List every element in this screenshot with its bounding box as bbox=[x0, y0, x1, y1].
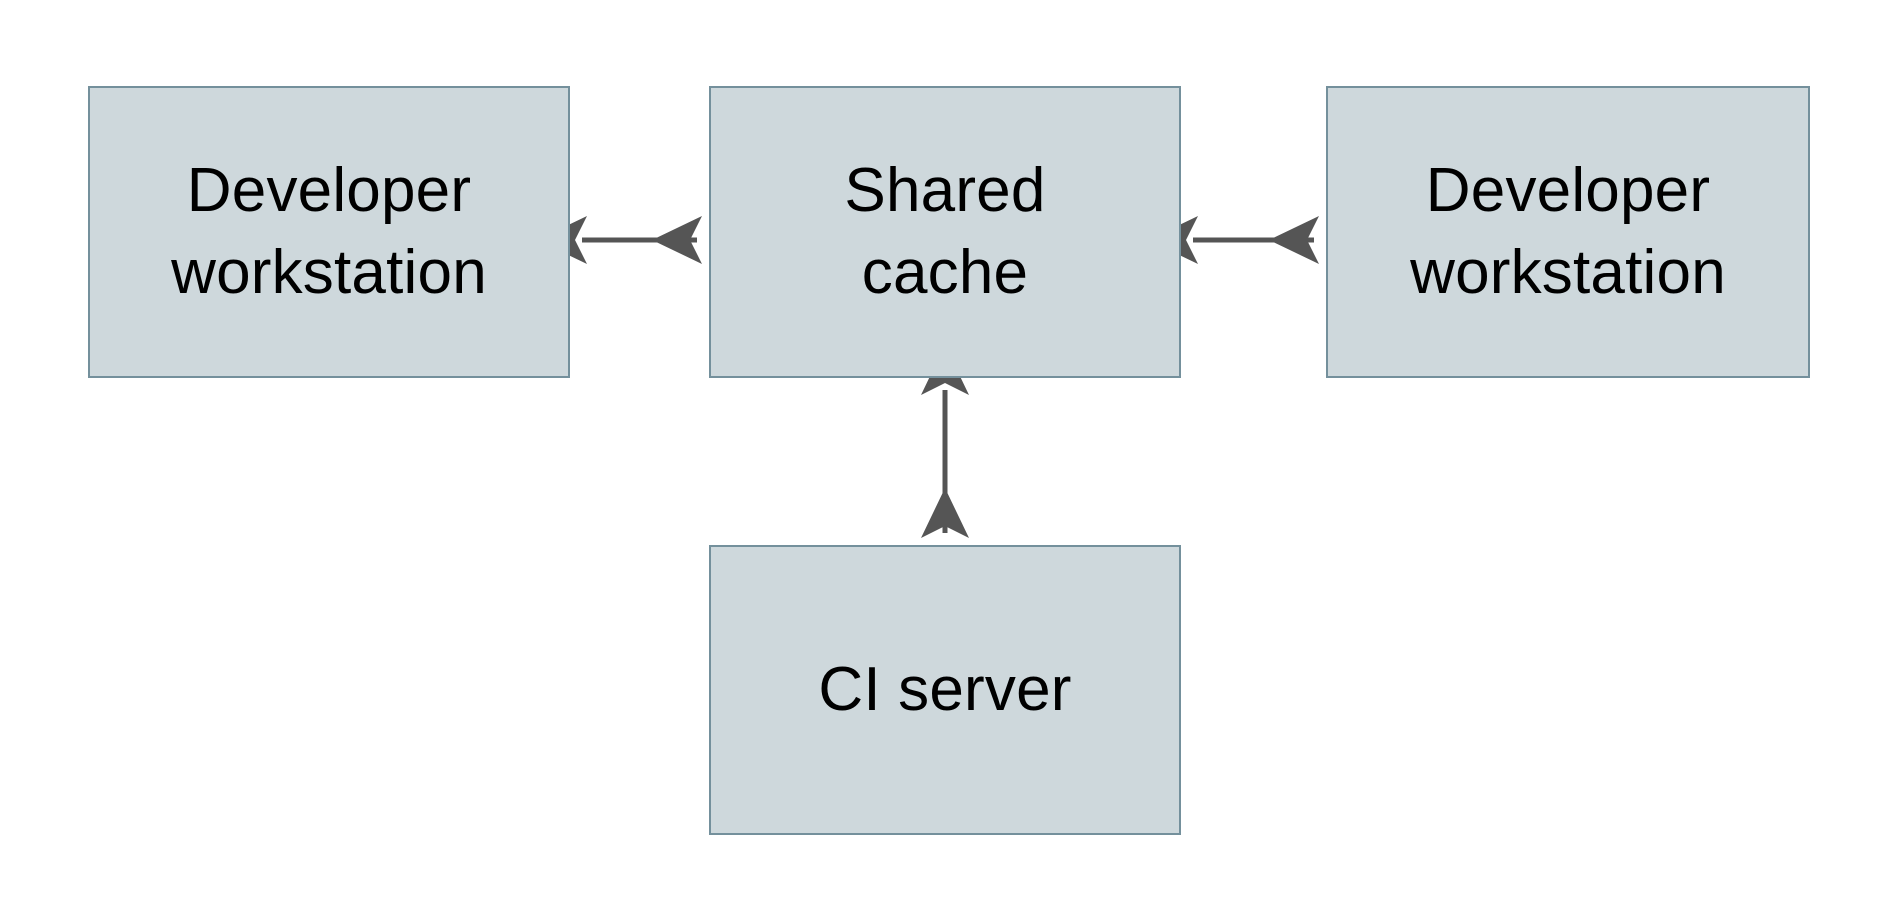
node-label: Developer workstation bbox=[1410, 156, 1726, 307]
edge-cache-to-right-workstation bbox=[1148, 216, 1326, 264]
node-shared-cache[interactable]: Shared cache bbox=[709, 86, 1181, 378]
node-developer-workstation-left[interactable]: Developer workstation bbox=[88, 86, 570, 378]
node-label: Shared cache bbox=[844, 156, 1046, 307]
edge-cache-to-ci-server bbox=[921, 345, 969, 545]
node-developer-workstation-right[interactable]: Developer workstation bbox=[1326, 86, 1810, 378]
edge-left-workstation-to-cache bbox=[537, 216, 709, 264]
node-ci-server[interactable]: CI server bbox=[709, 545, 1181, 835]
node-label: Developer workstation bbox=[171, 156, 487, 307]
node-label: CI server bbox=[818, 655, 1072, 725]
